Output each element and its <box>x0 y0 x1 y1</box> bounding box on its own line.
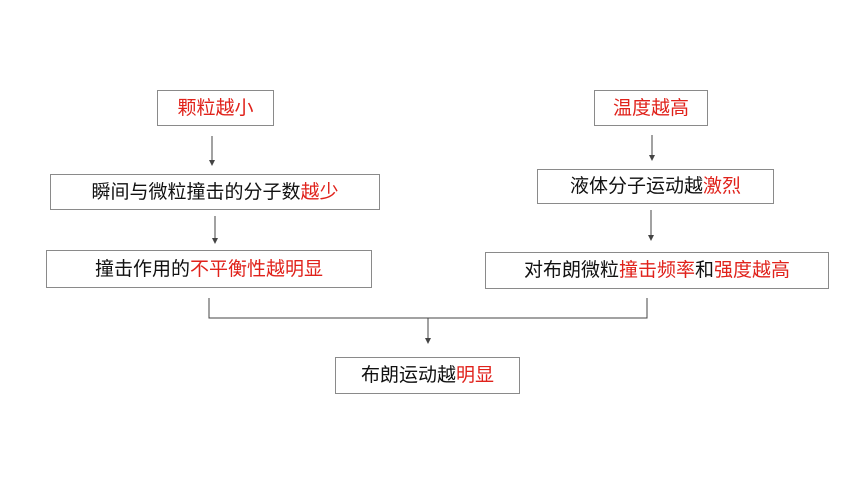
box-temperature-higher: 温度越高 <box>594 90 708 126</box>
box-imbalance-obvious: 撞击作用的不平衡性越明显 <box>46 250 372 288</box>
box-impact-text-2: 和 <box>695 259 715 281</box>
box-fewer-molecule-hits-text: 瞬间与微粒撞击的分子数 <box>91 180 301 203</box>
box-impact-text-1: 对布朗微粒 <box>523 259 619 281</box>
box-particle-smaller-text: 颗粒越小 <box>177 96 254 119</box>
box-brownian-motion-text: 布朗运动越 <box>360 364 456 386</box>
box-particle-smaller: 颗粒越小 <box>157 90 274 126</box>
box-impact-highlight-1: 撞击频率 <box>618 259 695 281</box>
box-molecular-motion-intense: 液体分子运动越激烈 <box>537 169 774 204</box>
box-impact-highlight-2: 强度越高 <box>714 259 791 281</box>
box-molecular-motion-intense-highlight: 激烈 <box>703 175 742 197</box>
box-molecular-motion-intense-text: 液体分子运动越 <box>569 175 703 197</box>
box-imbalance-obvious-highlight: 不平衡性越明显 <box>190 257 324 280</box>
box-impact-frequency-strength: 对布朗微粒撞击频率和强度越高 <box>485 252 829 289</box>
box-fewer-molecule-hits-highlight: 越少 <box>300 180 339 203</box>
box-brownian-motion-highlight: 明显 <box>456 364 495 386</box>
box-temperature-higher-text: 温度越高 <box>612 96 689 119</box>
box-fewer-molecule-hits: 瞬间与微粒撞击的分子数越少 <box>50 174 380 210</box>
box-imbalance-obvious-text: 撞击作用的 <box>94 257 190 280</box>
box-brownian-motion-result: 布朗运动越明显 <box>335 357 520 394</box>
merge-bracket <box>208 298 648 319</box>
